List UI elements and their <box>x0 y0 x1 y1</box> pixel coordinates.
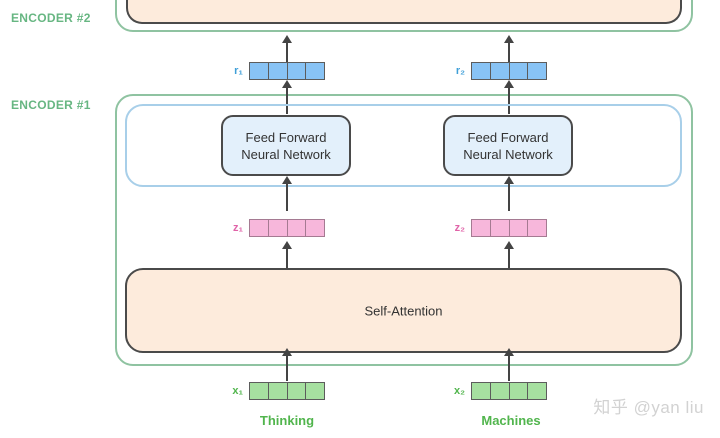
x2-vector <box>471 382 547 400</box>
vector-cell <box>528 63 546 79</box>
r1-vector <box>249 62 325 80</box>
vector-cell <box>288 63 307 79</box>
vector-cell <box>306 63 324 79</box>
r1-label: r₁ <box>234 65 243 77</box>
vector-cell <box>472 220 491 236</box>
encoder-1-box <box>115 94 693 366</box>
arrow-z1-to-ffn1 <box>282 176 292 211</box>
vector-cell <box>250 383 269 399</box>
arrow-ffn1-to-r1 <box>282 80 292 114</box>
vector-cell <box>510 63 529 79</box>
vector-cell <box>472 383 491 399</box>
vector-cell <box>528 220 546 236</box>
arrow-attention-to-z1 <box>282 241 292 269</box>
vector-cell <box>306 220 324 236</box>
vector-cell <box>269 383 288 399</box>
encoder-1-label: ENCODER #1 <box>11 98 91 112</box>
z1-vector <box>249 219 325 237</box>
vector-cell <box>306 383 324 399</box>
z2-vector <box>471 219 547 237</box>
arrow-r1-to-encoder2 <box>282 35 292 62</box>
arrow-r2-to-encoder2 <box>504 35 514 62</box>
ffn-1-line-2: Neural Network <box>241 146 331 162</box>
vector-cell <box>250 220 269 236</box>
r2-vector <box>471 62 547 80</box>
vector-cell <box>472 63 491 79</box>
vector-cell <box>269 63 288 79</box>
r2-label: r₂ <box>455 65 465 77</box>
vector-cell <box>269 220 288 236</box>
x1-label: x₁ <box>232 385 243 397</box>
self-attention-label: Self-Attention <box>364 303 443 318</box>
ffn-2-line-1: Feed Forward <box>467 129 549 145</box>
vector-cell <box>510 220 529 236</box>
x1-vector <box>249 382 325 400</box>
input-word-machines: Machines <box>481 413 541 428</box>
ffn-2-line-2: Neural Network <box>463 146 553 162</box>
vector-cell <box>510 383 529 399</box>
vector-cell <box>288 220 307 236</box>
vector-cell <box>288 383 307 399</box>
feed-forward-layer <box>125 104 682 187</box>
encoder-2-box <box>115 0 693 32</box>
x2-label: x₂ <box>453 385 465 397</box>
vector-cell <box>491 383 510 399</box>
ffn-1-line-1: Feed Forward <box>245 129 327 145</box>
vector-cell <box>491 220 510 236</box>
self-attention-layer: Self-Attention <box>125 268 682 353</box>
arrow-z2-to-ffn2 <box>504 176 514 211</box>
encoder-2-label: ENCODER #2 <box>11 11 91 25</box>
arrow-ffn2-to-r2 <box>504 80 514 114</box>
vector-cell <box>491 63 510 79</box>
feed-forward-network-2: Feed Forward Neural Network <box>443 115 573 176</box>
arrow-x1-to-attention <box>282 348 292 381</box>
z2-label: z₂ <box>454 222 465 234</box>
arrow-x2-to-attention <box>504 348 514 381</box>
watermark: 知乎 @yan liu <box>593 398 704 417</box>
input-word-thinking: Thinking <box>259 413 315 428</box>
feed-forward-network-1: Feed Forward Neural Network <box>221 115 351 176</box>
z1-label: z₁ <box>232 222 243 234</box>
vector-cell <box>250 63 269 79</box>
vector-cell <box>528 383 546 399</box>
encoder-2-inner-layer <box>126 0 682 24</box>
arrow-attention-to-z2 <box>504 241 514 269</box>
